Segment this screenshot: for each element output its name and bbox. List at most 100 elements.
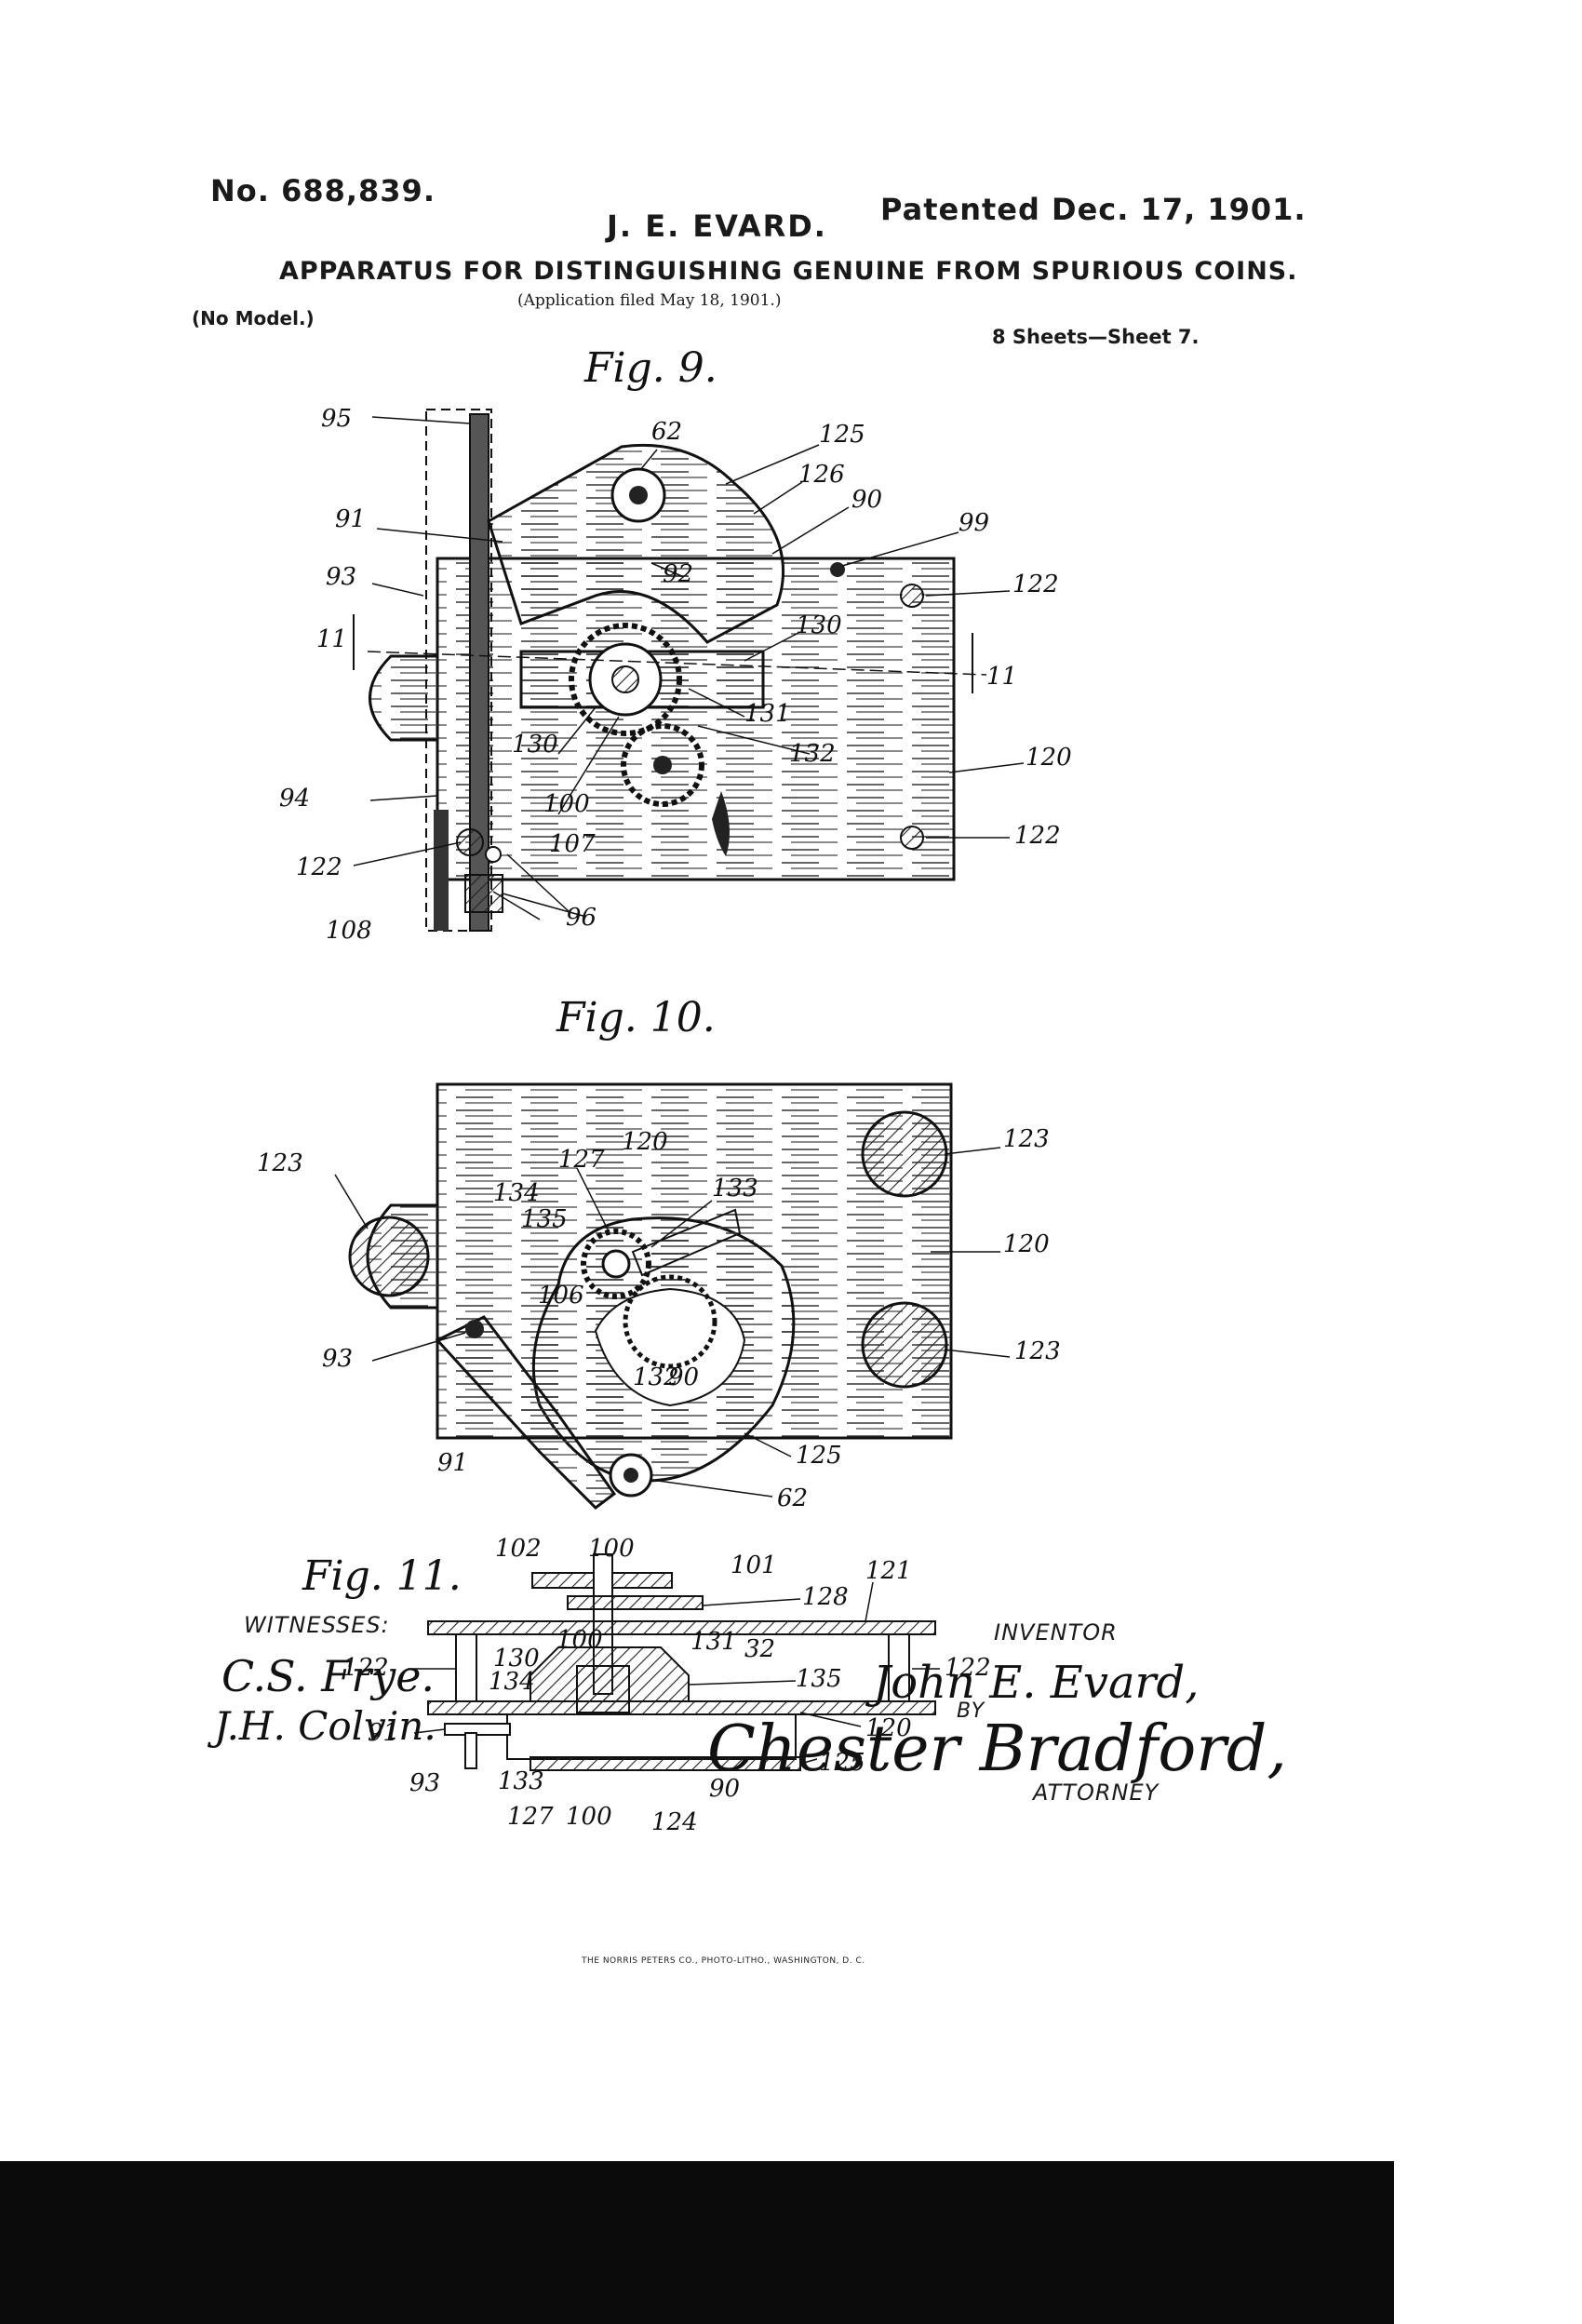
fig10-label-120-b: 120 [1003, 1230, 1050, 1258]
fig11-label-121: 121 [865, 1557, 912, 1585]
fig11-title: Fig. 11. [302, 1552, 462, 1600]
fig11-hub-135 [576, 1665, 630, 1713]
fig9-label-107: 107 [549, 830, 596, 858]
fig9-chute-dashed [425, 409, 492, 932]
fig11-label-131: 131 [690, 1628, 737, 1656]
fig10-label-133: 133 [712, 1175, 758, 1202]
fig10-label-123-c: 123 [1014, 1337, 1061, 1365]
fig9-label-122-b: 122 [1014, 822, 1061, 850]
fig11-label-100-b: 100 [556, 1626, 603, 1654]
fig11-label-127: 127 [507, 1803, 554, 1831]
fig11-post-122-right [888, 1633, 910, 1702]
fig9-label-99: 99 [959, 509, 989, 537]
fig9-hole-99 [830, 562, 845, 577]
fig9-label-11-right: 11 [986, 663, 1017, 691]
fig10-pin-93 [465, 1320, 484, 1338]
fig9-gear-131 [569, 623, 682, 736]
fig11-label-133: 133 [498, 1767, 544, 1795]
fig10-label-125: 125 [796, 1442, 842, 1470]
fig9-plate-lug [369, 654, 437, 742]
figure-11: Fig. 11. 102 100 101 121 128 100 131 [302, 1535, 991, 1836]
attorney-signature: Chester Bradford, [707, 1713, 1287, 1786]
fig10-post-123-left [348, 1216, 430, 1297]
fig10-gear-hub [601, 1249, 631, 1279]
fig11-label-135: 135 [796, 1665, 842, 1693]
fig9-label-130-a: 130 [796, 611, 842, 639]
fig9-label-92: 92 [663, 560, 693, 588]
fig11-disc-101 [567, 1595, 704, 1610]
patented-date: Patented Dec. 17, 1901. [880, 192, 1307, 227]
fig9-rod-94 [434, 810, 449, 931]
attorney-label: ATTORNEY [1033, 1780, 1160, 1806]
fig9-label-91: 91 [335, 505, 366, 533]
fig10-label-127: 127 [558, 1146, 605, 1174]
fig11-label-102: 102 [495, 1535, 542, 1563]
fig9-label-96: 96 [566, 904, 597, 932]
witness-signature-1: C.S. Frye. [221, 1651, 436, 1701]
fig11-label-124: 124 [651, 1808, 698, 1836]
fig10-pivot-center [623, 1468, 638, 1483]
scan-edge-bar [0, 2161, 1394, 2324]
fig11-label-93: 93 [409, 1769, 440, 1797]
fig10-leader-lines [334, 1147, 1011, 1498]
fig11-post-122-left [455, 1633, 477, 1702]
fig10-post-123-top [861, 1110, 948, 1198]
fig11-plate-121 [427, 1620, 936, 1635]
fig9-label-11-left: 11 [316, 625, 347, 653]
fig9-label-130-b: 130 [512, 731, 558, 759]
fig11-label-122-left: 122 [342, 1654, 389, 1682]
fig9-label-132: 132 [789, 740, 836, 768]
fig11-label-100-c: 100 [566, 1803, 612, 1831]
fig9-title: Fig. 9. [583, 344, 717, 392]
fig9-pivot-center [629, 486, 648, 504]
model-note: (No Model.) [192, 307, 315, 329]
witnesses-label: WITNESSES: [244, 1612, 390, 1638]
fig10-pawl-133 [631, 1208, 742, 1277]
fig11-label-134: 134 [489, 1668, 535, 1696]
fig10-label-90: 90 [668, 1364, 699, 1391]
fig9-shaft-100 [611, 665, 639, 693]
fig9-label-120: 120 [1026, 744, 1072, 772]
fig10-label-123-b: 123 [257, 1149, 303, 1177]
fig11-label-122-right: 122 [945, 1654, 991, 1682]
figure-10: Fig. 10. 120 123 123 127 133 [257, 994, 1061, 1512]
witness-signature-2: J.H. Colvin. [214, 1703, 436, 1749]
fig11-label-100-a: 100 [588, 1535, 635, 1563]
fig10-label-123-a: 123 [1003, 1125, 1050, 1153]
fig10-label-91: 91 [437, 1449, 468, 1477]
fig11-label-120: 120 [865, 1714, 912, 1742]
fig9-label-95: 95 [321, 405, 352, 433]
fig9-label-62: 62 [651, 418, 682, 446]
fig9-screw-122-top [900, 584, 924, 608]
fig9-screw-122-left [456, 828, 484, 856]
inventor-signature: John E. Evard, [873, 1657, 1200, 1709]
by-label: BY [957, 1699, 985, 1723]
fig9-label-94: 94 [279, 785, 310, 813]
fig9-screw-122-bottom [900, 826, 924, 850]
fig11-label-32: 32 [744, 1635, 775, 1663]
fig10-label-62: 62 [777, 1484, 808, 1512]
fig9-gear-center [653, 756, 672, 774]
fig9-pawl [712, 791, 730, 856]
fig9-label-125: 125 [819, 421, 865, 449]
fig10-gear-132 [623, 1274, 717, 1369]
fig9-leader-lines [353, 416, 1025, 920]
fig9-label-100: 100 [543, 790, 590, 818]
fig10-label-134: 134 [493, 1179, 540, 1207]
fig9-label-90: 90 [851, 486, 882, 514]
fig9-rod-95 [469, 413, 489, 932]
fig9-label-126: 126 [798, 461, 845, 489]
fig9-label-131: 131 [744, 700, 791, 728]
fig9-lever-125 [487, 443, 784, 644]
fig9-section-line-11 [367, 651, 987, 676]
fig11-pin-93 [464, 1732, 477, 1769]
patent-title: APPARATUS FOR DISTINGUISHING GENUINE FRO… [279, 257, 1298, 286]
fig11-label-90: 90 [709, 1775, 740, 1803]
fig10-label-106: 106 [538, 1282, 584, 1310]
patent-number: No. 688,839. [210, 173, 436, 208]
fig9-label-122-a: 122 [1012, 571, 1059, 598]
fig10-arm-91 [435, 1315, 617, 1510]
fig11-label-101: 101 [731, 1552, 777, 1579]
fig9-pin-107 [485, 846, 502, 863]
